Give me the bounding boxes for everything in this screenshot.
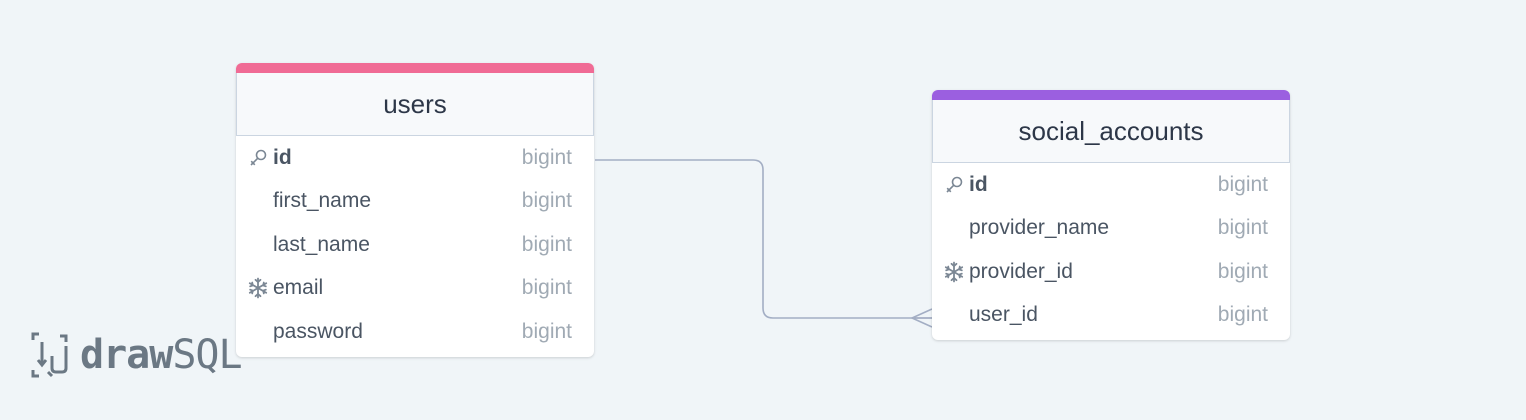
table-users[interactable]: users id bigint first_name bigint last_n…: [236, 63, 594, 357]
column-name: last_name: [273, 232, 370, 256]
relation-users-id-to-social-accounts-user-id: [595, 159, 932, 319]
snowflake-icon: [942, 260, 966, 284]
crows-foot-many-icon: [910, 308, 933, 328]
column-name: first_name: [273, 189, 372, 213]
table-row[interactable]: user_id bigint: [932, 294, 1290, 338]
table-social-accounts-accent: [932, 90, 1290, 100]
column-name: id: [969, 172, 988, 196]
table-row[interactable]: email bigint: [236, 267, 594, 311]
snowflake-icon: [246, 276, 270, 300]
column-type: bigint: [521, 276, 572, 300]
column-type: bigint: [521, 189, 572, 213]
table-row[interactable]: provider_id bigint: [932, 250, 1290, 294]
drawsql-logo[interactable]: draw SQL: [30, 332, 243, 378]
column-type: bigint: [521, 232, 572, 256]
column-name: password: [273, 319, 363, 343]
column-name: id: [273, 145, 292, 169]
table-row[interactable]: last_name bigint: [236, 223, 594, 267]
column-type: bigint: [1217, 303, 1268, 327]
table-row[interactable]: first_name bigint: [236, 180, 594, 224]
logo-text-draw: draw: [80, 332, 173, 378]
table-row[interactable]: provider_name bigint: [932, 207, 1290, 251]
drawsql-logo-icon: [31, 332, 68, 378]
table-row[interactable]: id bigint: [236, 136, 594, 180]
column-type: bigint: [1217, 216, 1268, 240]
column-type: bigint: [1217, 259, 1268, 283]
logo-text-sql: SQL: [172, 332, 242, 378]
column-type: bigint: [521, 145, 572, 169]
column-name: provider_id: [969, 259, 1073, 283]
table-social-accounts-title[interactable]: social_accounts: [932, 100, 1290, 163]
key-icon: [246, 146, 270, 170]
column-type: bigint: [521, 319, 572, 343]
key-icon: [942, 173, 966, 197]
column-type: bigint: [1217, 172, 1268, 196]
table-row[interactable]: password bigint: [236, 310, 594, 354]
table-users-accent: [236, 63, 594, 73]
column-name: user_id: [969, 303, 1038, 327]
column-name: provider_name: [969, 216, 1110, 240]
table-social-accounts[interactable]: social_accounts id bigint provider_name …: [932, 90, 1290, 340]
table-row[interactable]: id bigint: [932, 163, 1290, 207]
table-users-title[interactable]: users: [236, 73, 594, 136]
column-name: email: [273, 276, 324, 300]
